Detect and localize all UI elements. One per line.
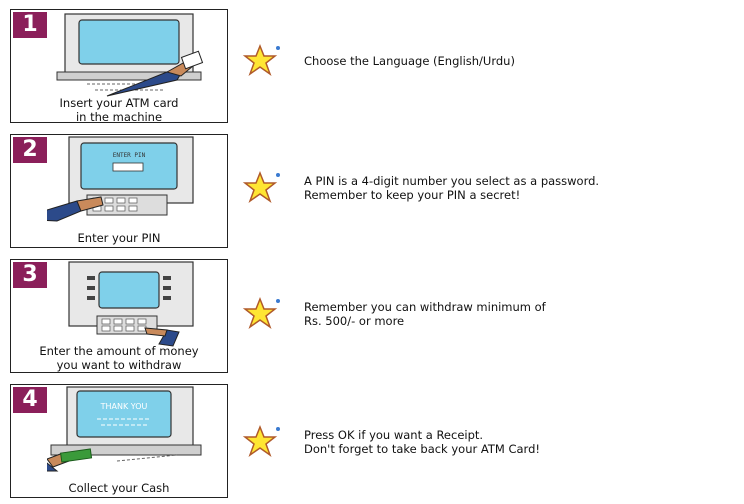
star-icon	[242, 424, 280, 457]
insert-card-illustration	[56, 13, 204, 97]
tip-line: Remember you can withdraw minimum of	[304, 300, 546, 314]
tip-line: Rs. 500/- or more	[304, 314, 405, 328]
step-4-panel: 4 THANK YOU Collect your Cash	[10, 384, 228, 498]
caption-line: Enter your PIN	[77, 231, 161, 245]
tip-row-1: Choose the Language (English/Urdu)	[242, 43, 515, 79]
step-caption: Collect your Cash	[11, 481, 227, 495]
step-number-badge: 2	[13, 137, 47, 163]
step-number-badge: 1	[13, 12, 47, 38]
step-caption: Insert your ATM card in the machine	[11, 96, 227, 124]
caption-line: in the machine	[75, 110, 163, 124]
tip-row-4: Press OK if you want a Receipt. Don't fo…	[242, 424, 540, 460]
enter-pin-illustration: ENTER PIN	[47, 136, 194, 222]
caption-line: Insert your ATM card	[59, 96, 179, 110]
tip-line: Don't forget to take back your ATM Card!	[304, 442, 540, 456]
star-icon	[242, 170, 280, 203]
tip-text: Remember you can withdraw minimum of Rs.…	[304, 300, 546, 328]
caption-line: you want to withdraw	[56, 358, 182, 372]
screen-text: ENTER PIN	[113, 152, 146, 159]
star-icon	[242, 296, 280, 329]
collect-cash-illustration: THANK YOU	[47, 386, 202, 472]
step-caption: Enter the amount of money you want to wi…	[11, 344, 227, 372]
step-1-panel: 1 Insert your ATM card in the machine	[10, 9, 228, 124]
enter-amount-illustration	[68, 261, 194, 347]
step-2-panel: 2 ENTER PIN Enter your PIN	[10, 134, 228, 248]
step-number-badge: 3	[13, 262, 47, 288]
step-caption: Enter your PIN	[11, 231, 227, 245]
star-icon	[242, 43, 280, 76]
screen-text: THANK YOU	[100, 402, 148, 411]
tip-line: Choose the Language (English/Urdu)	[304, 54, 515, 68]
tip-line: A PIN is a 4-digit number you select as …	[304, 174, 600, 188]
tip-text: A PIN is a 4-digit number you select as …	[304, 174, 599, 202]
tip-row-3: Remember you can withdraw minimum of Rs.…	[242, 296, 546, 332]
caption-line: Enter the amount of money	[39, 344, 199, 358]
caption-line: Collect your Cash	[68, 481, 170, 495]
step-3-panel: 3 Enter the amount of money you want to …	[10, 259, 228, 373]
tip-line: Press OK if you want a Receipt.	[304, 428, 484, 442]
tip-text: Choose the Language (English/Urdu)	[304, 54, 515, 68]
tip-text: Press OK if you want a Receipt. Don't fo…	[304, 428, 540, 456]
tip-row-2: A PIN is a 4-digit number you select as …	[242, 170, 599, 206]
step-number-badge: 4	[13, 387, 47, 413]
tip-line: Remember to keep your PIN a secret!	[304, 188, 521, 202]
